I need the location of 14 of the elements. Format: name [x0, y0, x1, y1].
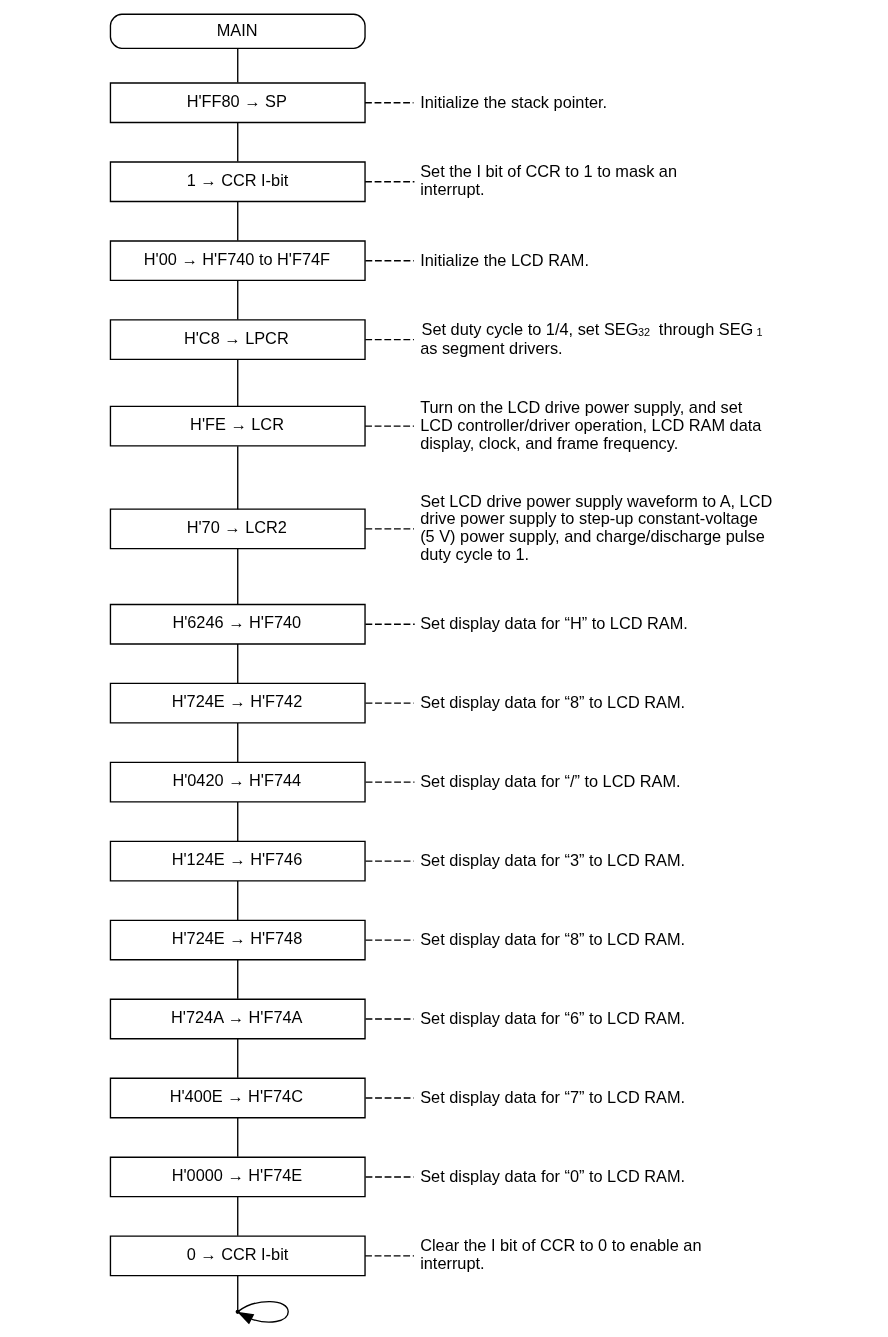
node-text: Set display data for “3” to LCD RAM.: [420, 851, 686, 869]
node-text: Set the I bit of CCR to 1 to mask an interrupt.: [420, 162, 678, 198]
node-text: Set display data for “H” to LCD RAM.: [420, 614, 688, 633]
node-text: Initialize the LCD RAM.: [420, 250, 589, 269]
node-text: Clear the I bit of CCR to 0 to enable an interrupt.: [420, 1236, 702, 1272]
node-text: Turn on the LCD drive power supply, and set LCD controller/driver operation, LCD RAM data display, clock, and frame frequency.: [420, 398, 762, 452]
node-text: Initialize the stack pointer.: [420, 92, 608, 111]
node-text: Set display data for “8” to LCD RAM.: [420, 929, 686, 948]
node-text: Set LCD drive power supply waveform to A, LCD drive power supply to step-up constant-voltage (5 V) power supply, and charge/discharge pulse duty cycle to 1.: [420, 491, 773, 563]
node-text: Set display data for “6” to LCD RAM.: [420, 1008, 686, 1027]
node-text: Set display data for “7” to LCD RAM.: [420, 1087, 686, 1106]
node-text: Set display data for “8” to LCD RAM.: [420, 693, 686, 712]
node-text: Set display data for “0” to LCD RAM.: [420, 1166, 686, 1185]
node-text: Set display data for “/” to LCD RAM.: [420, 772, 681, 791]
